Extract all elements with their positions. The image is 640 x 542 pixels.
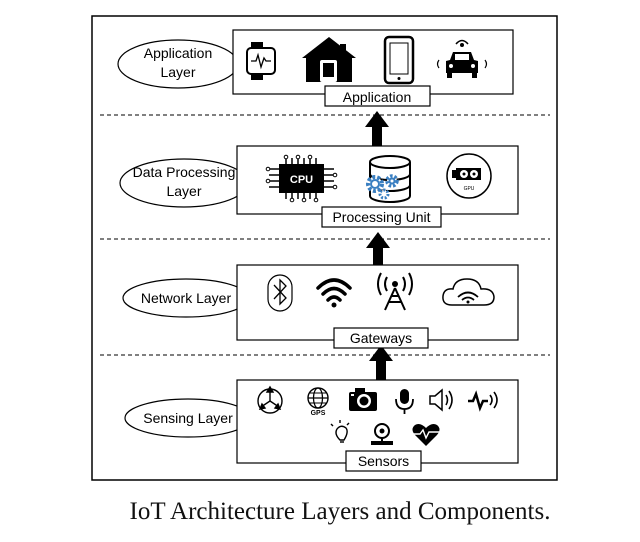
layer-box-label-frame [324, 85, 431, 107]
cloud-wifi-icon [442, 278, 495, 306]
gps-text: GPS [311, 410, 326, 417]
cpu-chip-icon: CPU [265, 154, 338, 203]
layer-box-label: Sensors [358, 453, 409, 469]
layer-box-label: Application [343, 89, 412, 105]
layer-name-line1: Data Processing [133, 164, 236, 180]
database-gears-icon [366, 155, 411, 203]
layer-box-label: Gateways [350, 330, 412, 346]
light-bulb-icon [330, 420, 350, 443]
layer-box-label-frame [333, 327, 429, 349]
outer-frame [91, 15, 558, 481]
cpu-text: CPU [290, 174, 313, 186]
layer-name: Network Layer [141, 290, 232, 306]
gear-icon [366, 174, 399, 200]
camera-icon [349, 388, 377, 411]
microphone-icon [395, 389, 414, 414]
connected-car-icon [436, 39, 488, 78]
accelerometer-icon [257, 385, 283, 414]
vibration-icon [468, 390, 498, 412]
gpu-text: GPU [464, 186, 475, 192]
smart-home-icon [302, 37, 356, 82]
smartwatch-icon [246, 42, 276, 80]
cell-tower-icon [377, 272, 413, 311]
figure-caption: IoT Architecture Layers and Components. [129, 498, 551, 525]
application-layer: Application Layer [117, 29, 514, 107]
smartphone-icon [383, 35, 415, 85]
network-layer: Network Layer [122, 264, 519, 349]
iot-architecture-diagram: Application Layer [91, 15, 558, 481]
heart-rate-icon [412, 424, 440, 446]
arrow-network-to-processing [366, 232, 390, 267]
layer-name-line2: Layer [166, 183, 201, 199]
layer-box [236, 379, 519, 464]
bluetooth-icon [267, 274, 293, 312]
layer-box-label-frame [345, 450, 422, 472]
gps-globe-icon: GPS [307, 387, 329, 417]
data-processing-layer: Data Processing Layer [119, 145, 519, 228]
layer-name: Sensing Layer [143, 410, 233, 426]
arrow-sensing-to-network [369, 345, 393, 382]
wifi-icon [316, 278, 352, 308]
proximity-sensor-icon [371, 423, 393, 445]
layer-name-line2: Layer [160, 64, 195, 80]
arrow-processing-to-application [365, 111, 389, 150]
layer-box-label: Processing Unit [332, 209, 430, 225]
speaker-icon [429, 388, 453, 412]
gpu-icon: GPU [446, 153, 492, 199]
layer-box-label-frame [321, 206, 442, 228]
sensing-layer: Sensing Layer GPS [124, 379, 519, 472]
layer-name-line1: Application [144, 45, 213, 61]
